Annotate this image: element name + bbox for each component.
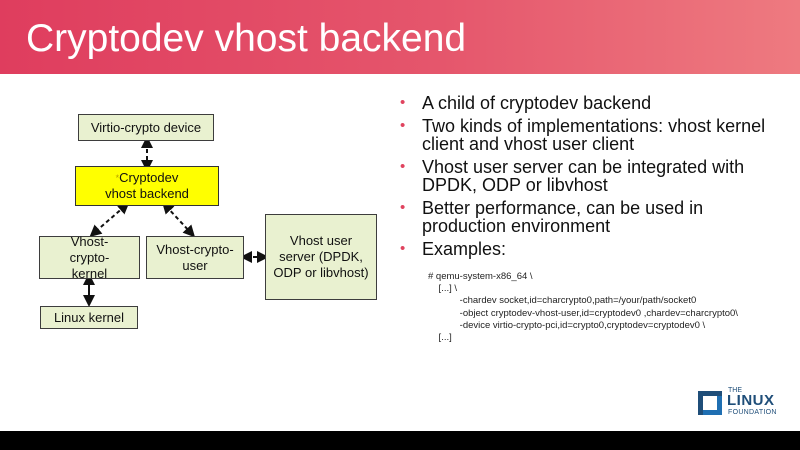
vhost-user-server-label: Vhost user server (DPDK, ODP or libvhost… — [273, 233, 369, 280]
linux-foundation-mark-icon — [698, 391, 722, 415]
bullet-item: •Examples: — [400, 239, 507, 259]
vhost-user-server-box: Vhost user server (DPDK, ODP or libvhost… — [265, 214, 377, 300]
bullet-list: •A child of cryptodev backend •Two kinds… — [396, 94, 792, 263]
code-line: [...] \ — [428, 283, 458, 295]
code-line: [...] — [428, 332, 452, 344]
bullet-item: •Better performance, can be used in prod… — [400, 198, 704, 236]
code-line: -chardev socket,id=charcrypto0,path=/you… — [428, 295, 697, 307]
logo-the-text: THE — [728, 387, 742, 394]
bullet-item: •A child of cryptodev backend — [400, 93, 652, 113]
bullet-dot-icon: • — [400, 117, 406, 134]
linux-kernel-box: Linux kernel — [40, 306, 138, 329]
footer-bar — [0, 431, 800, 450]
vhost-crypto-user-box: Vhost-crypto-user — [146, 236, 244, 279]
backend-to-kernel-client-arrow — [89, 202, 130, 237]
logo-foundation-text: FOUNDATION — [728, 409, 777, 416]
qemu-command-example: # qemu-system-x86_64 \ [...] \ -chardev … — [428, 271, 738, 344]
linux-kernel-label: Linux kernel — [53, 309, 125, 325]
title-bar — [0, 0, 800, 74]
vhost-crypto-kernel-label: Vhost-crypto-kernel — [69, 233, 110, 281]
virtio-crypto-device-label: Virtio-crypto device — [90, 119, 202, 135]
backend-to-user-client-arrow — [161, 201, 196, 238]
code-line: -device virtio-crypto-pci,id=crypto0,cry… — [428, 319, 706, 331]
logo-linux-text: LINUX — [727, 392, 775, 409]
cryptodev-vhost-backend-label: Cryptodev vhost backend — [105, 170, 189, 201]
vhost-crypto-kernel-box: Vhost-crypto-kernel — [39, 233, 140, 281]
bullet-dot-icon: • — [400, 94, 406, 111]
code-line: -object cryptodev-vhost-user,id=cryptode… — [428, 307, 738, 319]
vhost-crypto-user-label: Vhost-crypto-user — [156, 241, 234, 273]
bullet-dot-icon: • — [400, 240, 406, 257]
bullet-item: •Two kinds of implementations: vhost ker… — [400, 116, 766, 154]
slide-title: Cryptodev vhost backend — [26, 17, 467, 60]
linux-foundation-logo: THE LINUX FOUNDATION — [698, 386, 794, 420]
cryptodev-vhost-backend-box: *Cryptodev vhost backend — [75, 166, 219, 206]
virtio-crypto-device-box: Virtio-crypto device — [78, 114, 214, 141]
code-line: # qemu-system-x86_64 \ — [428, 271, 533, 282]
bullet-dot-icon: • — [400, 199, 406, 216]
bullet-dot-icon: • — [400, 158, 406, 175]
bullet-item: •Vhost user server can be integrated wit… — [400, 157, 745, 195]
footnote-marker: * — [115, 173, 120, 183]
